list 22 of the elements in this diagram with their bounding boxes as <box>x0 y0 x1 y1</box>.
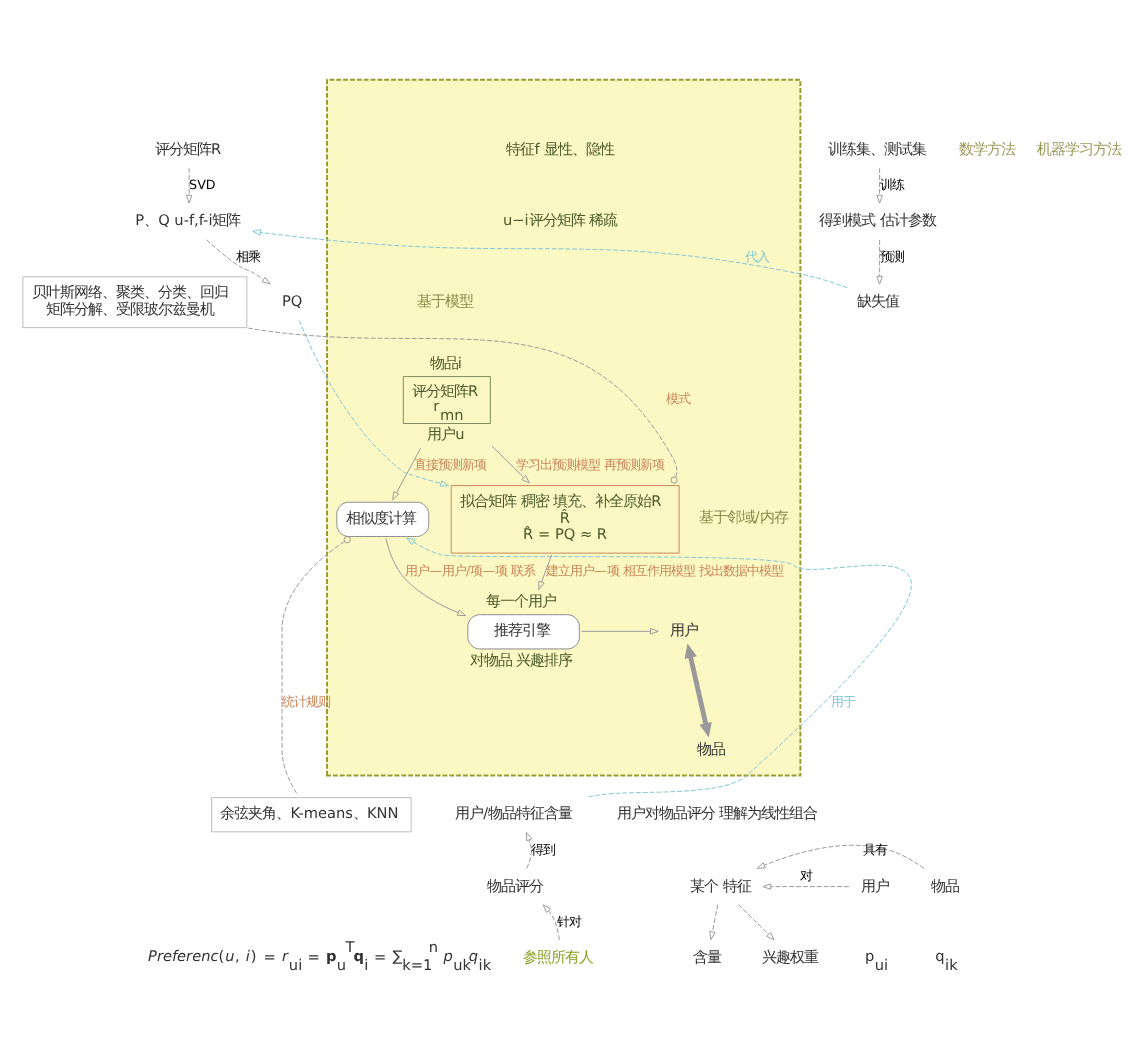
arrow <box>876 238 883 284</box>
arrow <box>756 843 925 868</box>
arrow <box>762 882 850 889</box>
arrow <box>876 166 883 203</box>
arrow <box>185 166 193 203</box>
arrow <box>392 446 422 500</box>
cluster <box>326 77 802 776</box>
connector <box>281 535 351 795</box>
arrow <box>406 536 911 797</box>
arrow <box>538 553 553 589</box>
arrow <box>684 642 712 737</box>
arrow <box>491 444 530 483</box>
arrow <box>298 319 449 486</box>
arrow <box>542 903 560 940</box>
arrow <box>525 830 533 868</box>
arrow <box>252 228 848 288</box>
arrow <box>581 627 659 634</box>
arrow <box>206 238 271 284</box>
connector <box>247 326 678 483</box>
arrow <box>385 536 467 616</box>
arrow <box>738 903 775 940</box>
arrow <box>709 903 719 940</box>
